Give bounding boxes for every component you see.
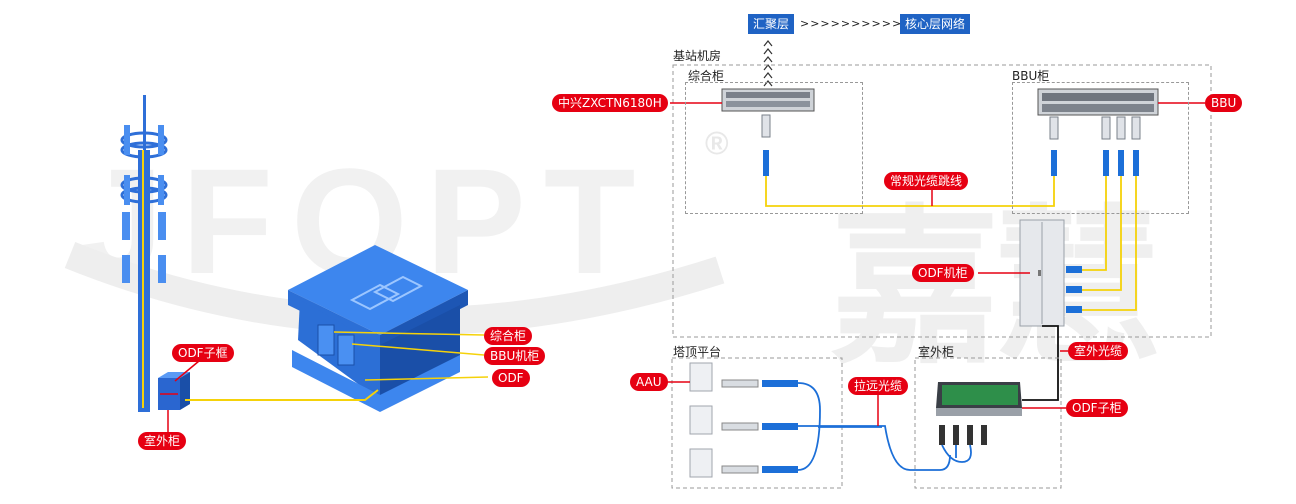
outdoor-cabinet-left: [158, 372, 190, 410]
tag-zte-router: 中兴ZXCTN6180H: [552, 94, 668, 112]
tag-odf-cabinet: ODF机柜: [912, 264, 974, 282]
uplink-arrows: [763, 40, 773, 87]
aau-units: [689, 362, 713, 478]
tag-bbu: BBU: [1205, 94, 1243, 112]
zte-router: [721, 88, 815, 112]
tower-platform-label: 塔顶平台: [673, 345, 722, 359]
tag-bbu-left: BBU机柜: [484, 347, 546, 365]
core-network-label: 核心层网络: [900, 14, 971, 34]
tag-outdoor-left: 室外柜: [138, 432, 187, 450]
tag-odf-sub-left: ODF子框: [172, 344, 234, 362]
equipment-building: [288, 245, 489, 412]
tag-odf-left: ODF: [492, 369, 530, 387]
outdoor-cabinet-box: [914, 357, 1062, 489]
integrated-cabinet-label: 综合柜: [688, 69, 725, 83]
integrated-cabinet-box: [685, 82, 863, 214]
odf-subframe: [936, 382, 1022, 416]
uplink-arrow-text: >>>>>>>>>>>: [800, 17, 913, 30]
jumper-fiber: [765, 176, 1055, 207]
tag-aau: AAU: [630, 373, 668, 391]
tag-outdoor-cable: 室外光缆: [1068, 342, 1129, 360]
outdoor-cable: [1022, 325, 1059, 401]
tower-platform-box: [671, 357, 843, 489]
outdoor-cabinet-label: 室外柜: [918, 345, 955, 359]
room-label: 基站机房: [673, 49, 722, 63]
tag-odf-sub-right: ODF子柜: [1066, 399, 1128, 417]
tag-jumper: 常规光缆跳线: [884, 172, 969, 190]
tag-integrated-left: 综合柜: [484, 327, 533, 345]
left-fiber-run: [185, 389, 379, 401]
bbu-cabinet-label: BBU柜: [1012, 69, 1050, 83]
remote-fibers: [797, 382, 951, 471]
tag-remote-cable: 拉远光缆: [848, 377, 909, 395]
bbu-cabinet-box: [1012, 82, 1189, 214]
bbu-unit: [1037, 88, 1159, 116]
cell-tower: [120, 95, 168, 412]
room-box: [672, 64, 1212, 338]
agg-layer-label: 汇聚层: [748, 14, 795, 34]
